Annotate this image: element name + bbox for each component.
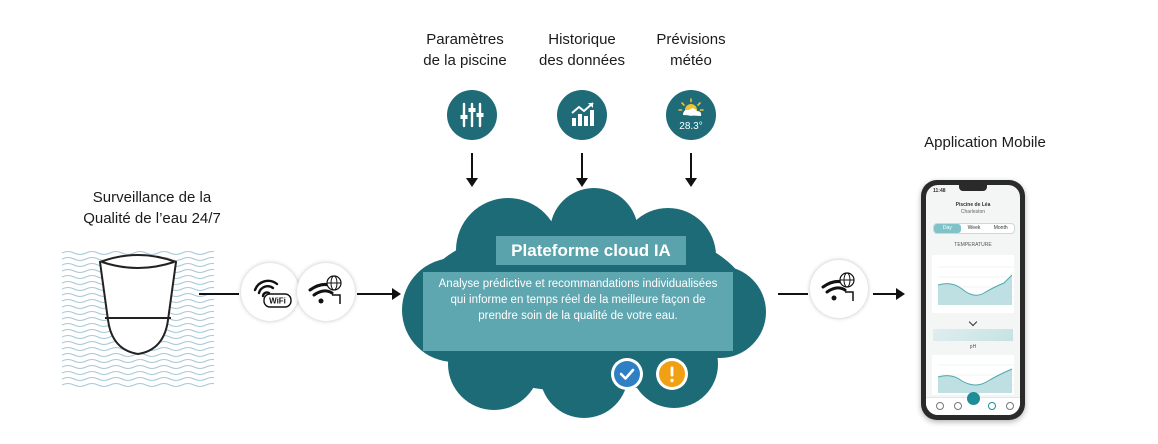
cloud-title: Plateforme cloud IA	[496, 236, 686, 265]
wifi-icon: WiFi	[253, 279, 292, 308]
pool-location: Charleston	[960, 209, 986, 215]
input-label-1: Paramètres de la piscine	[406, 29, 524, 71]
wifi-badge: WiFi	[241, 263, 299, 321]
weather-icon: 28.3°	[678, 98, 704, 132]
nav-chart-icon[interactable]	[954, 402, 962, 410]
arrow-down-settings	[466, 153, 478, 187]
sliders-icon	[460, 102, 484, 128]
section-divider	[933, 329, 1013, 341]
phone-mockup: 11:48 Piscine de Léa Charleston Day Week…	[921, 180, 1025, 420]
sensor-title-line1: Surveillance de la	[92, 189, 212, 206]
network-badge-left	[297, 263, 355, 321]
input-1-line1: Paramètres	[426, 31, 504, 48]
data-history-badge	[557, 90, 607, 140]
growth-chart-icon	[571, 102, 594, 126]
network-badge-right	[810, 260, 868, 318]
pool-name: Piscine de Léa	[955, 202, 991, 208]
input-label-3: Prévisions météo	[632, 29, 750, 71]
warning-badge	[656, 358, 688, 390]
sensor-device	[98, 254, 178, 356]
sensor-title-line2: Qualité de l’eau 24/7	[83, 210, 221, 227]
phone-screen: 11:48 Piscine de Léa Charleston Day Week…	[926, 185, 1020, 415]
arrow-to-phone	[873, 288, 905, 300]
arrow-to-cloud	[357, 288, 401, 300]
tab-day[interactable]: Day	[934, 224, 961, 233]
wireless-globe-icon-right	[821, 272, 855, 301]
weather-temperature: 28.3°	[679, 121, 702, 132]
temperature-section-title: TEMPERATURE	[954, 242, 992, 248]
check-icon	[614, 361, 640, 387]
nav-home-icon[interactable]	[936, 402, 944, 410]
ph-section-title: pH	[969, 344, 977, 350]
nav-center-button[interactable]	[967, 392, 980, 405]
arrow-down-weather	[685, 153, 697, 187]
cloud-description: Analyse prédictive et recommandations in…	[423, 272, 733, 351]
phone-notch	[959, 185, 987, 191]
input-3-line2: météo	[670, 52, 712, 69]
water-illustration	[62, 251, 214, 387]
arrow-down-history	[576, 153, 588, 187]
mobile-title: Application Mobile	[924, 134, 1046, 151]
tab-month[interactable]: Month	[993, 225, 1008, 231]
ph-chart	[932, 355, 1014, 395]
wireless-globe-icon	[308, 275, 342, 304]
input-label-2: Historique des données	[523, 29, 641, 71]
period-tabs: Day Week Month	[933, 223, 1015, 234]
pool-settings-badge	[447, 90, 497, 140]
tab-week[interactable]: Week	[967, 225, 981, 231]
wifi-label: WiFi	[269, 297, 286, 306]
cloud-connector-line	[778, 293, 808, 295]
nav-settings-icon[interactable]	[1006, 402, 1014, 410]
check-badge	[611, 358, 643, 390]
input-3-line1: Prévisions	[656, 31, 726, 48]
exclamation-icon	[659, 361, 685, 387]
sensor-title: Surveillance de la Qualité de l’eau 24/7	[62, 187, 242, 229]
temperature-chart	[932, 255, 1014, 313]
input-1-line2: de la piscine	[423, 52, 507, 69]
sensor-connector-line	[199, 293, 239, 295]
weather-forecast-badge: 28.3°	[666, 90, 716, 140]
input-2-line2: des données	[539, 52, 625, 69]
input-2-line1: Historique	[548, 31, 616, 48]
phone-time: 11:48	[933, 188, 946, 194]
chevron-down-icon[interactable]	[968, 317, 978, 327]
nav-refresh-icon[interactable]	[988, 402, 996, 410]
